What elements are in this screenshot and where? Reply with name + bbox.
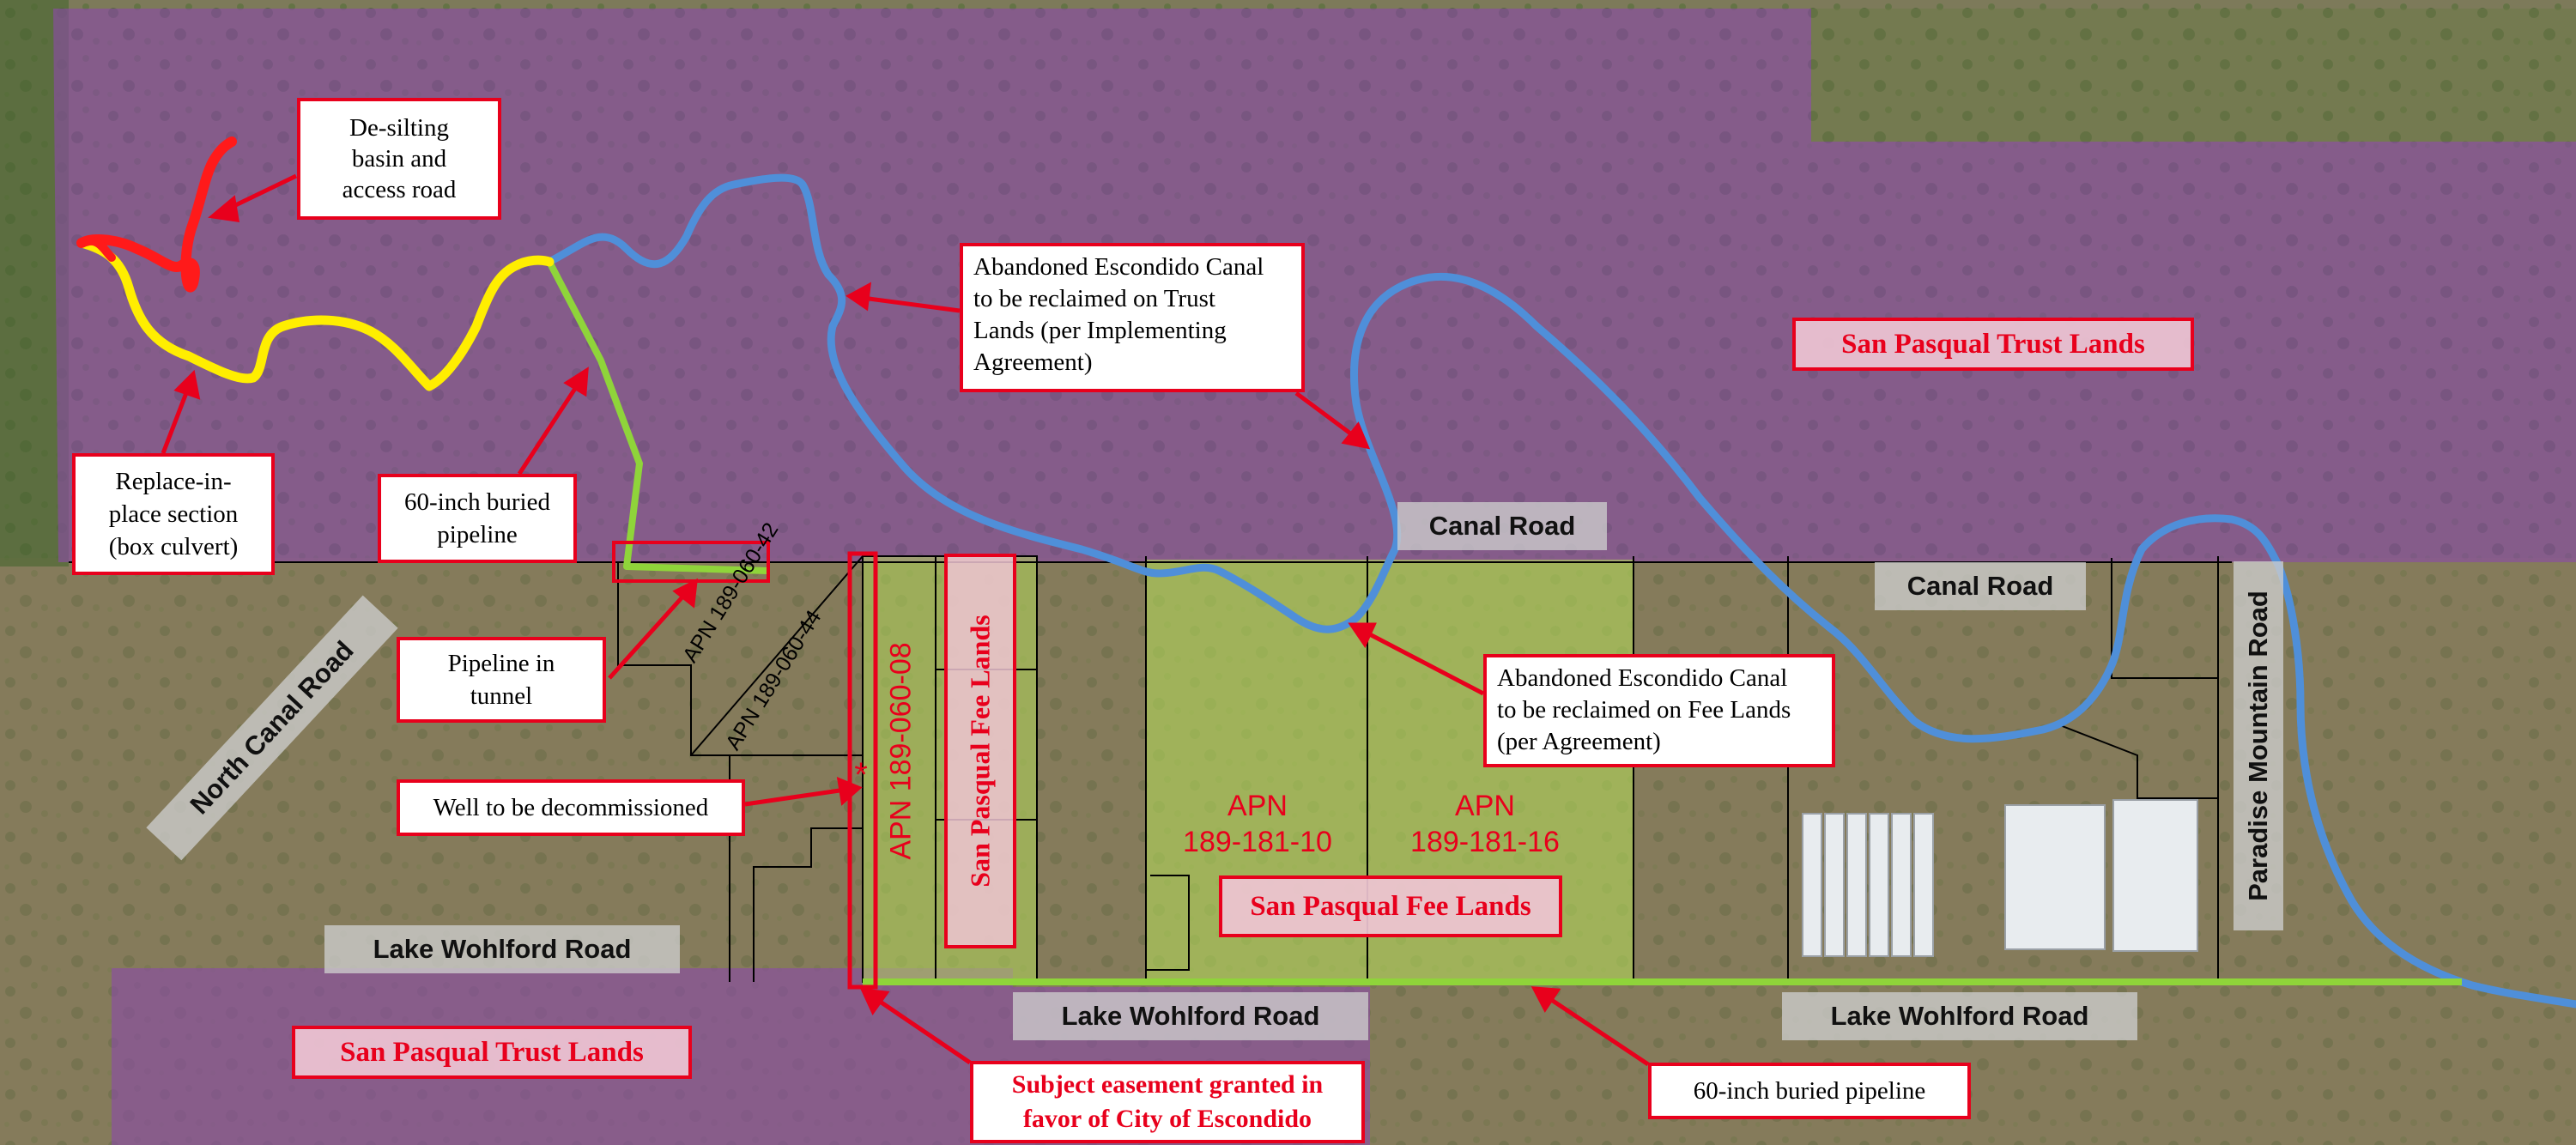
desilting-line3: access road [342,176,457,203]
apn-189-181-16-line2: 189-181-16 [1410,826,1560,858]
desilting-callout: De-silting basin and access road [297,98,501,220]
apn-189-181-10-line2: 189-181-10 [1183,826,1332,858]
canal-trust-line3: Lands (per Implementing [973,317,1227,344]
replace-in-place-section [76,238,555,391]
trust-lands-top-right-overlay [1811,9,2576,142]
fee-lands-center-label: San Pasqual Fee Lands [1219,875,1562,937]
abandoned-canal [545,173,2576,1009]
pipeline-60-inch [546,260,769,574]
lake-wohlford-road-label-2: Lake Wohlford Road [1013,992,1368,1040]
pipeline-60-top-line1: 60-inch buried [404,488,550,516]
fee-lands-vertical-label [944,554,1016,948]
desilting-basin-road [76,136,237,293]
pipeline-60-bottom-callout: 60-inch buried pipeline [1648,1063,1971,1119]
canal-fee-line1: Abandoned Escondido Canal [1497,664,1788,692]
canal-trust-line4: Agreement) [973,348,1093,376]
canal-fee-line3: (per Agreement) [1497,728,1661,755]
easement-highlight-box [847,551,878,990]
well-callout: Well to be decommissioned [397,779,745,836]
trust-lands-top-overlay [53,9,2576,562]
canal-trust-line1: Abandoned Escondido Canal [973,253,1264,281]
easement-line2: favor of City of Escondido [1022,1105,1312,1133]
easement-callout: Subject easement granted in favor of Cit… [970,1061,1365,1143]
easement-line1: Subject easement granted in [1011,1070,1324,1099]
apn-189-181-16-label: APN 189-181-16 [1395,788,1575,860]
replace-line2: place section [108,500,239,528]
pipeline-tunnel-callout: Pipeline in tunnel [397,637,606,723]
apn-189-181-10-label: APN 189-181-10 [1167,788,1348,860]
paradise-mountain-road-label: Paradise Mountain Road [2234,561,2283,930]
lake-wohlford-road-label-1: Lake Wohlford Road [324,925,680,973]
canal-fee-callout: Abandoned Escondido Canal to be reclaime… [1483,654,1835,767]
pipeline-60-top-callout: 60-inch buried pipeline [378,474,577,563]
lake-wohlford-road-label-3: Lake Wohlford Road [1782,992,2137,1040]
canal-road-label-1: Canal Road [1397,502,1607,550]
callout-arrows [161,173,1650,1067]
apn-189-181-10-line1: APN [1227,790,1288,822]
well-marker: * [854,756,868,794]
replace-callout: Replace-in- place section (box culvert) [72,453,275,575]
desilting-line1: De-silting [349,114,449,142]
replace-line3: (box culvert) [108,533,239,560]
canal-trust-callout: Abandoned Escondido Canal to be reclaime… [960,243,1305,392]
apn-189-060-08-label: APN 189-060-08 [884,642,918,860]
pipeline-60-top-line2: pipeline [437,521,518,548]
fee-lands-vertical-text: San Pasqual Fee Lands [964,615,996,888]
trust-lands-top-label: San Pasqual Trust Lands [1792,318,2194,371]
canal-fee-line2: to be reclaimed on Fee Lands [1497,696,1791,724]
replace-line1: Replace-in- [115,468,232,495]
pipeline-tunnel-line2: tunnel [470,682,533,710]
desilting-spur [77,236,116,262]
canal-trust-line2: to be reclaimed on Trust [973,285,1215,312]
apn-189-181-16-line1: APN [1455,790,1515,822]
trust-lands-bottom-label: San Pasqual Trust Lands [292,1026,692,1079]
desilting-line2: basin and [351,145,447,173]
canal-road-label-2: Canal Road [1875,562,2086,610]
tunnel-highlight-box [612,541,770,583]
pipeline-tunnel-line1: Pipeline in [447,650,555,677]
greenhouses [1802,799,2198,957]
